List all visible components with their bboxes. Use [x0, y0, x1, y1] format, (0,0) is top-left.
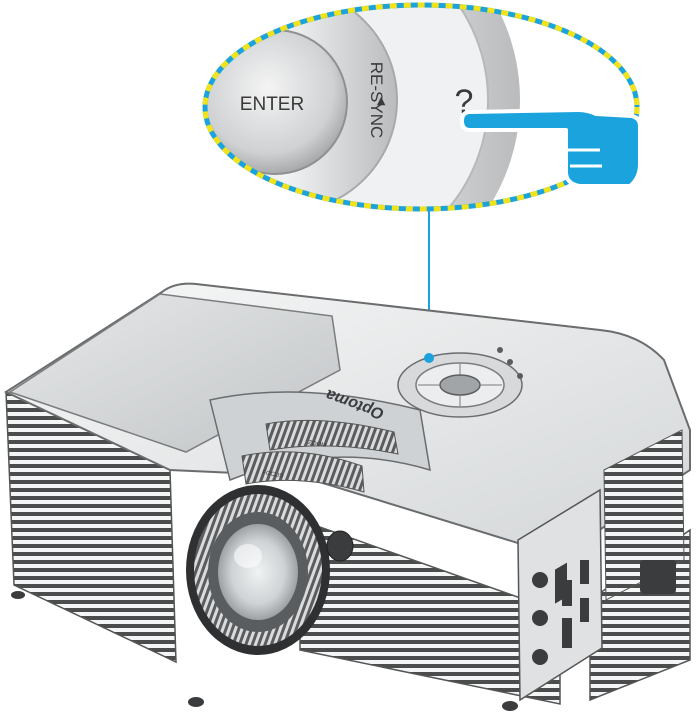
resync-button-label: RE-SYNC: [367, 62, 386, 139]
zoom-label: ZOOM: [308, 440, 327, 449]
enter-button-label: ENTER: [240, 94, 304, 115]
projector-body: ZOOM FOCUS Optoma: [3, 282, 691, 711]
ir-sensor: [326, 530, 354, 562]
resync-arrow-icon: ▶: [375, 96, 387, 105]
keypad: [397, 347, 523, 418]
callout-zoom: ENTER RE-SYNC ▶ ?: [202, 2, 642, 212]
projector-lens: [186, 485, 330, 655]
pointing-hand-icon: [460, 108, 642, 188]
focus-label: FOCUS: [262, 470, 284, 480]
